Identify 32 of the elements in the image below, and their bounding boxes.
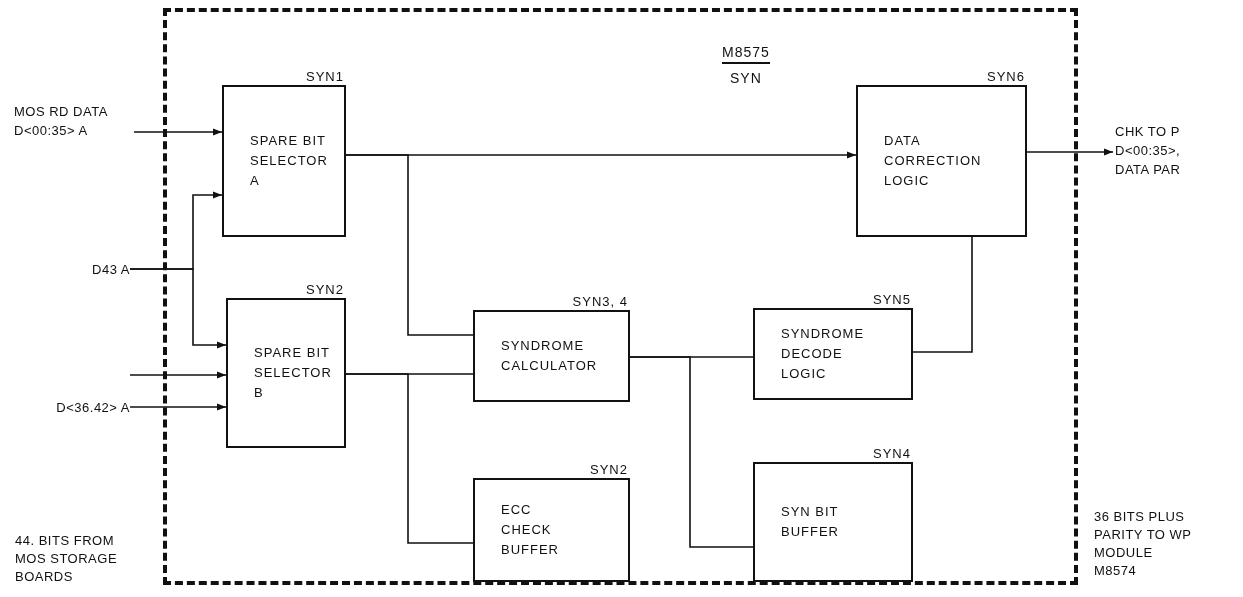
block-id-label: SYN2 bbox=[306, 282, 344, 297]
block-label: SYNDROME DECODE LOGIC bbox=[781, 325, 866, 383]
block-label: SPARE BIT SELECTOR A bbox=[250, 132, 329, 190]
module-boundary bbox=[163, 8, 1078, 585]
signal-line bbox=[345, 373, 474, 544]
signal-line bbox=[912, 236, 973, 353]
signal-arrow bbox=[133, 128, 223, 136]
block-id-label: SYN1 bbox=[306, 69, 344, 84]
block-label: SYN BIT BUFFER bbox=[781, 503, 840, 541]
signal-arrow bbox=[129, 268, 227, 349]
block-label: DATA CORRECTION LOGIC bbox=[884, 132, 983, 190]
module-label: M8575 bbox=[722, 44, 770, 64]
note-text: 36 BITS PLUS PARITY TO WP MODULE M8574 bbox=[1094, 508, 1193, 580]
module-label: SYN bbox=[730, 70, 762, 86]
signal-line bbox=[629, 356, 754, 548]
signal-arrow bbox=[129, 403, 227, 411]
block-id-label: SYN2 bbox=[590, 462, 628, 477]
signal-arrow bbox=[129, 371, 227, 379]
signal-text: CHK TO P D<00:35>, DATA PAR bbox=[1115, 124, 1181, 177]
block-label: ECC CHECK BUFFER bbox=[501, 501, 560, 559]
block-label: SPARE BIT SELECTOR B bbox=[254, 344, 333, 402]
signal-text: MOS RD DATA D<00:35> A bbox=[14, 104, 108, 138]
block-id-label: SYN6 bbox=[987, 69, 1025, 84]
block-id-label: SYN3, 4 bbox=[572, 294, 628, 309]
note-text: 44. BITS FROM MOS STORAGE BOARDS bbox=[15, 532, 119, 586]
signal-arrow bbox=[1026, 148, 1114, 156]
signal-line bbox=[345, 154, 474, 336]
signal-text: D43 A bbox=[92, 262, 130, 277]
block-id-label: SYN4 bbox=[873, 446, 911, 461]
signal-text: D<36.42> A bbox=[56, 400, 130, 415]
block-id-label: SYN5 bbox=[873, 292, 911, 307]
block-label: SYNDROME CALCULATOR bbox=[501, 337, 599, 375]
